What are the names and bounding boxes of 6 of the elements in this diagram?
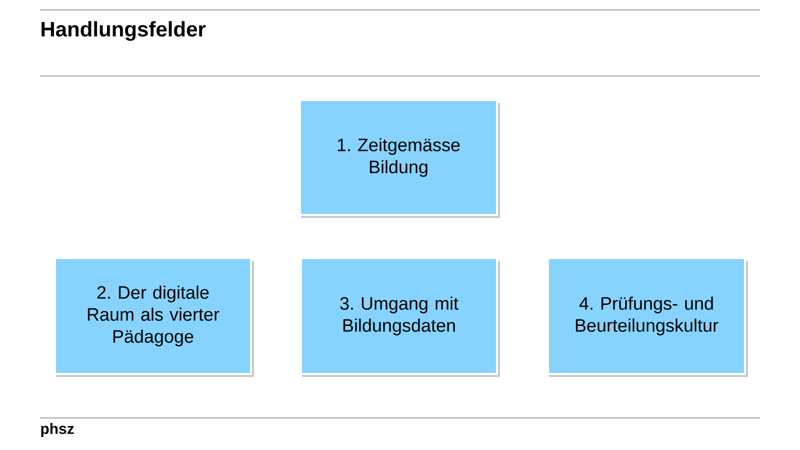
topic-box: 1. Zeitgemässe Bildung: [299, 99, 500, 218]
topic-box: 4. Prüfungs- und Beurteilungskultur: [547, 257, 748, 377]
footer-text: phsz: [41, 423, 74, 437]
title: Handlungsfelder: [42, 21, 206, 41]
topic-box: 2. Der digitale Raum als vierter Pädagoge: [54, 257, 254, 377]
topic-box: 3. Umgang mit Bildungsdaten: [300, 257, 500, 377]
